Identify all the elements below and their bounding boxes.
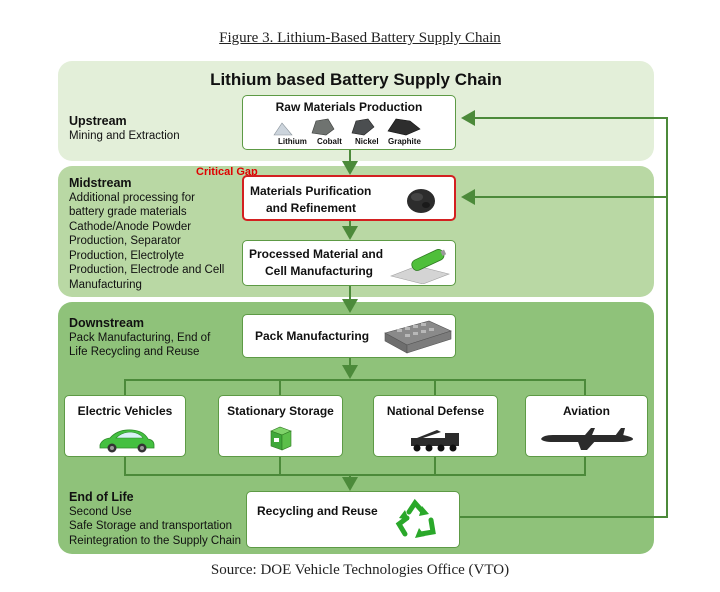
distribution-bus — [124, 379, 586, 395]
material-label: Lithium — [278, 137, 307, 146]
aviation-box[interactable]: Aviation — [525, 395, 648, 457]
end-of-life-line: Reintegration to the Supply Chain — [69, 534, 241, 547]
upstream-heading: Upstream — [69, 114, 127, 128]
purification-title-line1: Materials Purification — [250, 184, 372, 198]
battery-pack-icon — [384, 320, 452, 354]
purification-box[interactable]: Materials Purification and Refinement — [242, 175, 456, 221]
storage-battery-icon — [270, 426, 292, 451]
midstream-line: Additional processing for — [69, 191, 195, 204]
pack-manufacturing-box[interactable]: Pack Manufacturing — [242, 314, 456, 358]
processed-title-line2: Cell Manufacturing — [265, 264, 374, 278]
national-defense-title: National Defense — [386, 404, 485, 418]
critical-gap-label: Critical Gap — [196, 166, 258, 178]
downstream-line: Pack Manufacturing, End of — [69, 331, 211, 344]
midstream-line: Production, Electrolyte — [69, 249, 185, 262]
upstream-line: Mining and Extraction — [69, 129, 180, 142]
recycling-title: Recycling and Reuse — [257, 504, 378, 518]
downstream-heading: Downstream — [69, 316, 145, 330]
material-label: Cobalt — [317, 137, 342, 146]
electric-vehicles-title: Electric Vehicles — [77, 404, 173, 418]
upstream-label: Upstream Mining and Extraction — [69, 114, 180, 143]
material-label: Nickel — [355, 137, 379, 146]
midstream-heading: Midstream — [69, 176, 132, 190]
battery-cell-icon — [390, 249, 450, 284]
collection-bus — [124, 457, 586, 476]
midstream-line: Manufacturing — [69, 278, 142, 291]
electric-vehicles-box[interactable]: Electric Vehicles — [64, 395, 186, 457]
processed-material-box[interactable]: Processed Material and Cell Manufacturin… — [242, 240, 456, 286]
raw-materials-title: Raw Materials Production — [275, 100, 423, 114]
car-icon — [99, 429, 155, 453]
midstream-label: Midstream Additional processing for batt… — [69, 176, 224, 292]
midstream-line: Production, Electrode and Cell — [69, 264, 225, 276]
end-of-life-label: End of Life Second Use Safe Storage and … — [69, 490, 241, 548]
midstream-line: battery grade materials — [69, 206, 187, 218]
midstream-line: Production, Separator — [69, 235, 181, 247]
end-of-life-line: Second Use — [69, 505, 132, 518]
minerals-icon — [273, 118, 421, 136]
downstream-line: Life Recycling and Reuse — [69, 346, 200, 358]
raw-materials-box[interactable]: Raw Materials Production Lithium Cobalt … — [242, 95, 456, 150]
midstream-line: Cathode/Anode Powder — [69, 220, 192, 233]
figure-caption: Figure 3. Lithium-Based Battery Supply C… — [219, 30, 501, 46]
airplane-icon — [541, 428, 633, 450]
national-defense-box[interactable]: National Defense — [373, 395, 498, 457]
recycling-box[interactable]: Recycling and Reuse — [246, 491, 460, 548]
purification-title-line2: and Refinement — [266, 201, 357, 215]
recycle-icon — [395, 498, 436, 538]
source-caption: Source: DOE Vehicle Technologies Office … — [210, 562, 510, 578]
pack-manufacturing-title: Pack Manufacturing — [255, 329, 370, 343]
stationary-storage-box[interactable]: Stationary Storage — [218, 395, 343, 457]
end-of-life-line: Safe Storage and transportation — [69, 520, 233, 532]
material-label: Graphite — [388, 137, 421, 146]
end-of-life-heading: End of Life — [69, 490, 134, 504]
downstream-label: Downstream Pack Manufacturing, End of Li… — [69, 316, 210, 360]
aviation-title: Aviation — [563, 404, 610, 418]
processed-title-line1: Processed Material and — [249, 247, 384, 261]
return-to-raw-materials — [460, 110, 668, 518]
refined-powder-icon — [407, 189, 435, 213]
stationary-storage-title: Stationary Storage — [227, 404, 334, 418]
military-vehicle-icon — [411, 430, 459, 452]
diagram-title: Lithium based Battery Supply Chain — [210, 70, 502, 89]
